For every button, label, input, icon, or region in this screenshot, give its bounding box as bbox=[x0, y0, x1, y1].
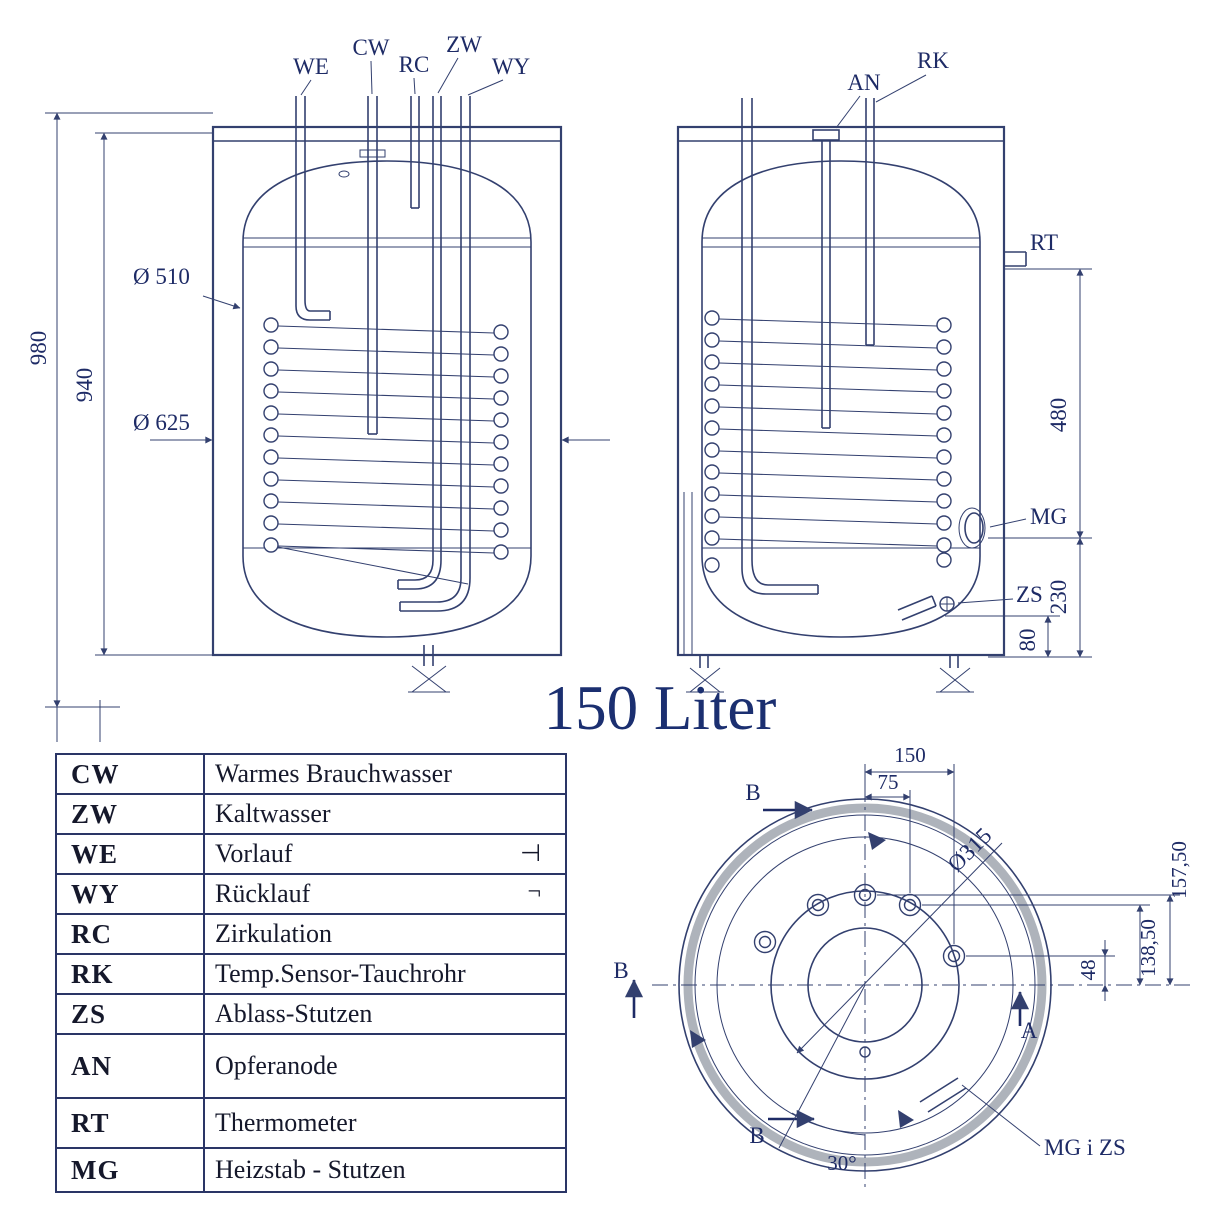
legend-desc-text: Vorlauf bbox=[215, 839, 293, 868]
legend-desc: Opferanode bbox=[203, 1033, 567, 1099]
flow-mark-icon: ⊣ bbox=[520, 841, 541, 867]
page-title: 150 Liter bbox=[543, 673, 777, 743]
legend-abbr: RT bbox=[55, 1097, 205, 1149]
legend-desc: Thermometer bbox=[203, 1097, 567, 1149]
side-label-rt: RT bbox=[1030, 230, 1058, 255]
legend-row: CW Warmes Brauchwasser bbox=[55, 753, 567, 795]
legend-row: RK Temp.Sensor-Tauchrohr bbox=[55, 953, 567, 995]
legend-row: ZW Kaltwasser bbox=[55, 793, 567, 835]
legend-abbr: WY bbox=[55, 873, 205, 915]
legend-abbr: AN bbox=[55, 1033, 205, 1099]
top-view-drawing: Ø315 150 75 157,50 138,50 48 B B B A 30 bbox=[613, 743, 1191, 1188]
dim-48-label: 48 bbox=[1076, 960, 1100, 981]
top-label-mg-zs: MG i ZS bbox=[1044, 1135, 1126, 1160]
side-view-drawing: AN RK RT 480 MG 230 ZS 80 bbox=[676, 48, 1092, 693]
legend-row: WY ¬ Rücklauf bbox=[55, 873, 567, 915]
section-b1-label: B bbox=[745, 780, 760, 805]
legend-desc-text: Rücklauf bbox=[215, 879, 311, 908]
legend-desc: Heizstab - Stutzen bbox=[203, 1147, 567, 1193]
side-pipes bbox=[741, 98, 875, 595]
dim-157-label: 157,50 bbox=[1167, 841, 1191, 899]
dim-940-label: 940 bbox=[72, 368, 97, 403]
legend-abbr: WE bbox=[55, 833, 205, 875]
legend-desc: Kaltwasser bbox=[203, 793, 567, 835]
legend-abbr: CW bbox=[55, 753, 205, 795]
legend-desc: ⊣ Vorlauf bbox=[203, 833, 567, 875]
legend-row: ZS Ablass-Stutzen bbox=[55, 993, 567, 1035]
top-view-connections bbox=[753, 883, 966, 1058]
front-foot bbox=[408, 645, 450, 693]
dim-30deg-label: 30° bbox=[827, 1151, 856, 1175]
side-label-zs: ZS bbox=[1016, 582, 1043, 607]
front-label-we: WE bbox=[293, 54, 329, 79]
legend-desc: Ablass-Stutzen bbox=[203, 993, 567, 1035]
side-label-rk: RK bbox=[917, 48, 949, 73]
front-label-wy: WY bbox=[492, 54, 531, 79]
legend-row: RC Zirkulation bbox=[55, 913, 567, 955]
legend-desc: ¬ Rücklauf bbox=[203, 873, 567, 915]
dim-480-label: 480 bbox=[1046, 398, 1071, 433]
side-feet bbox=[686, 655, 974, 693]
legend-row: MG Heizstab - Stutzen bbox=[55, 1147, 567, 1193]
dim-510-label: Ø 510 bbox=[133, 264, 190, 289]
dim-625-label: Ø 625 bbox=[133, 410, 190, 435]
dim-150-label: 150 bbox=[894, 743, 926, 767]
legend-desc: Zirkulation bbox=[203, 913, 567, 955]
section-b2-label: B bbox=[613, 958, 628, 983]
dim-138-label: 138,50 bbox=[1136, 919, 1160, 977]
legend-abbr: RK bbox=[55, 953, 205, 995]
front-label-cw: CW bbox=[352, 35, 389, 60]
side-label-an: AN bbox=[847, 70, 881, 95]
cut-mark-top bbox=[868, 832, 886, 850]
front-pipes bbox=[295, 96, 471, 612]
side-label-mg: MG bbox=[1030, 504, 1067, 529]
legend-abbr: ZS bbox=[55, 993, 205, 1035]
legend-abbr: ZW bbox=[55, 793, 205, 835]
dim-80-label: 80 bbox=[1015, 629, 1040, 652]
legend-row: RT Thermometer bbox=[55, 1097, 567, 1149]
section-b3-label: B bbox=[749, 1123, 764, 1148]
legend-desc: Warmes Brauchwasser bbox=[203, 753, 567, 795]
cut-mark-left bbox=[690, 1030, 706, 1048]
dim-75-label: 75 bbox=[878, 770, 899, 794]
section-a-label: A bbox=[1021, 1018, 1038, 1043]
flow-mark-icon: ¬ bbox=[527, 879, 541, 905]
dim-230-label: 230 bbox=[1046, 580, 1071, 615]
legend-desc: Temp.Sensor-Tauchrohr bbox=[203, 953, 567, 995]
legend-row: AN Opferanode bbox=[55, 1033, 567, 1099]
legend-table: CW Warmes Brauchwasser ZW Kaltwasser WE … bbox=[55, 753, 567, 1193]
legend-abbr: RC bbox=[55, 913, 205, 955]
legend-abbr: MG bbox=[55, 1147, 205, 1193]
legend-row: WE ⊣ Vorlauf bbox=[55, 833, 567, 875]
front-label-zw: ZW bbox=[446, 32, 482, 57]
front-view-drawing: WE CW RC ZW WY 980 940 Ø 510 Ø 625 bbox=[26, 32, 610, 742]
dim-980-label: 980 bbox=[26, 331, 51, 366]
cut-mark-bottom bbox=[898, 1110, 914, 1128]
front-label-rc: RC bbox=[399, 52, 430, 77]
